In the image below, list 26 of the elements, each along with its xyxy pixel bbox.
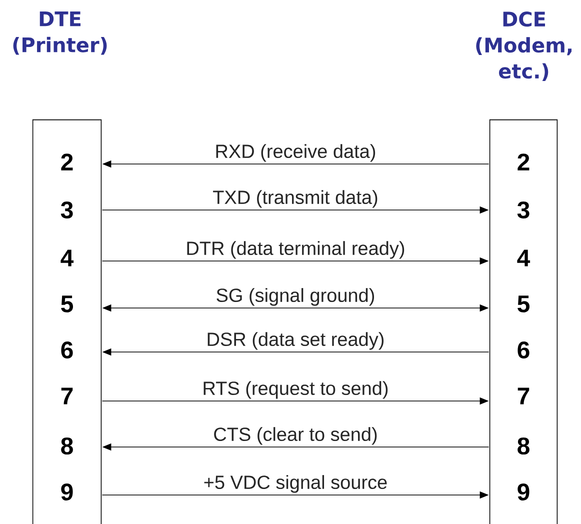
pin-number: 4 — [60, 250, 74, 266]
pin-number: 6 — [518, 342, 530, 358]
pin-number: 3 — [60, 202, 73, 218]
pin-number: 2 — [61, 154, 73, 170]
pin-number: 9 — [518, 484, 530, 500]
pin-number: 7 — [61, 388, 73, 404]
edge-label: +5 VDC signal source — [204, 475, 387, 493]
device-heading: DTE (Printer) — [13, 12, 107, 55]
device-heading: DCE (Modem, etc.) — [476, 12, 572, 81]
pin-number: 2 — [518, 154, 530, 170]
edge-label: DSR (data set ready) — [208, 332, 384, 350]
pin-number: 5 — [518, 296, 530, 312]
pin-number: 9 — [61, 484, 73, 500]
edge-label: RXD (receive data) — [216, 144, 376, 162]
edge-label: RTS (request to send) — [204, 381, 388, 399]
edge-label: CTS (clear to send) — [214, 427, 377, 445]
pin-number: 6 — [61, 342, 73, 358]
pin-number: 5 — [61, 296, 73, 312]
edge-label: DTR (data terminal ready) — [187, 241, 404, 259]
edge-label: SG (signal ground) — [216, 288, 374, 306]
pin-number: 8 — [61, 438, 73, 454]
pin-number: 3 — [517, 202, 530, 218]
pin-number: 8 — [518, 438, 530, 454]
edge-label: TXD (transmit data) — [213, 190, 378, 208]
pin-number: 7 — [518, 388, 530, 404]
pin-number: 4 — [517, 250, 530, 266]
